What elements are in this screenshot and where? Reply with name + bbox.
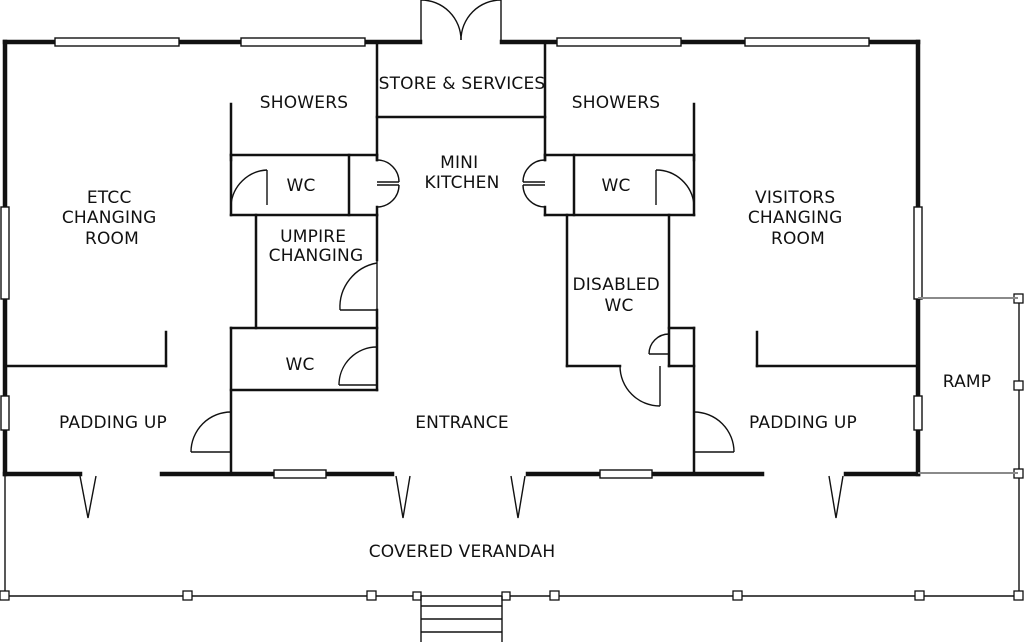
- ramp: [918, 297, 1018, 474]
- label-disabled-wc: DISABLED WC: [572, 275, 665, 316]
- label-visitors-line-2: CHANGING: [748, 208, 843, 228]
- label-wc-left-upper: WC: [286, 176, 315, 196]
- exterior-walls: [2, 39, 921, 477]
- interior-partitions: [3, 40, 920, 476]
- verandah: [0, 293, 1024, 642]
- interior-doors: [190, 159, 735, 453]
- verandah-doors: [79, 475, 844, 519]
- label-kitchen-line-1: MINI: [440, 153, 478, 173]
- label-disabled-line-1: DISABLED: [572, 275, 659, 295]
- label-etcc-line-3: ROOM: [85, 229, 139, 249]
- label-disabled-line-2: WC: [604, 296, 633, 316]
- label-umpire-line-2: CHANGING: [269, 246, 364, 266]
- label-store-services: STORE & SERVICES: [379, 74, 546, 94]
- label-kitchen-line-2: KITCHEN: [424, 173, 499, 193]
- label-visitors-line-3: ROOM: [771, 229, 825, 249]
- label-etcc-line-1: ETCC: [87, 188, 132, 208]
- label-etcc-changing-room: ETCC CHANGING ROOM: [62, 188, 162, 249]
- label-visitors-line-1: VISITORS: [755, 188, 835, 208]
- label-padding-up-left: PADDING UP: [59, 413, 167, 433]
- label-padding-up-right: PADDING UP: [749, 413, 857, 433]
- label-visitors-changing-room: VISITORS CHANGING ROOM: [748, 188, 848, 249]
- label-entrance: ENTRANCE: [415, 413, 509, 433]
- label-ramp: RAMP: [943, 372, 991, 392]
- label-wc-right-upper: WC: [601, 176, 630, 196]
- label-wc-left-lower: WC: [285, 355, 314, 375]
- main-double-doors: [420, 0, 502, 42]
- room-labels: ETCC CHANGING ROOM SHOWERS STORE & SERVI…: [59, 74, 991, 562]
- label-showers-right: SHOWERS: [572, 93, 661, 113]
- label-umpire-changing: UMPIRE CHANGING: [269, 227, 364, 266]
- label-covered-verandah: COVERED VERANDAH: [369, 542, 556, 562]
- windows: [0, 37, 923, 479]
- label-umpire-line-1: UMPIRE: [280, 227, 346, 247]
- label-etcc-line-2: CHANGING: [62, 208, 157, 228]
- label-showers-left: SHOWERS: [260, 93, 349, 113]
- label-mini-kitchen: MINI KITCHEN: [424, 153, 499, 193]
